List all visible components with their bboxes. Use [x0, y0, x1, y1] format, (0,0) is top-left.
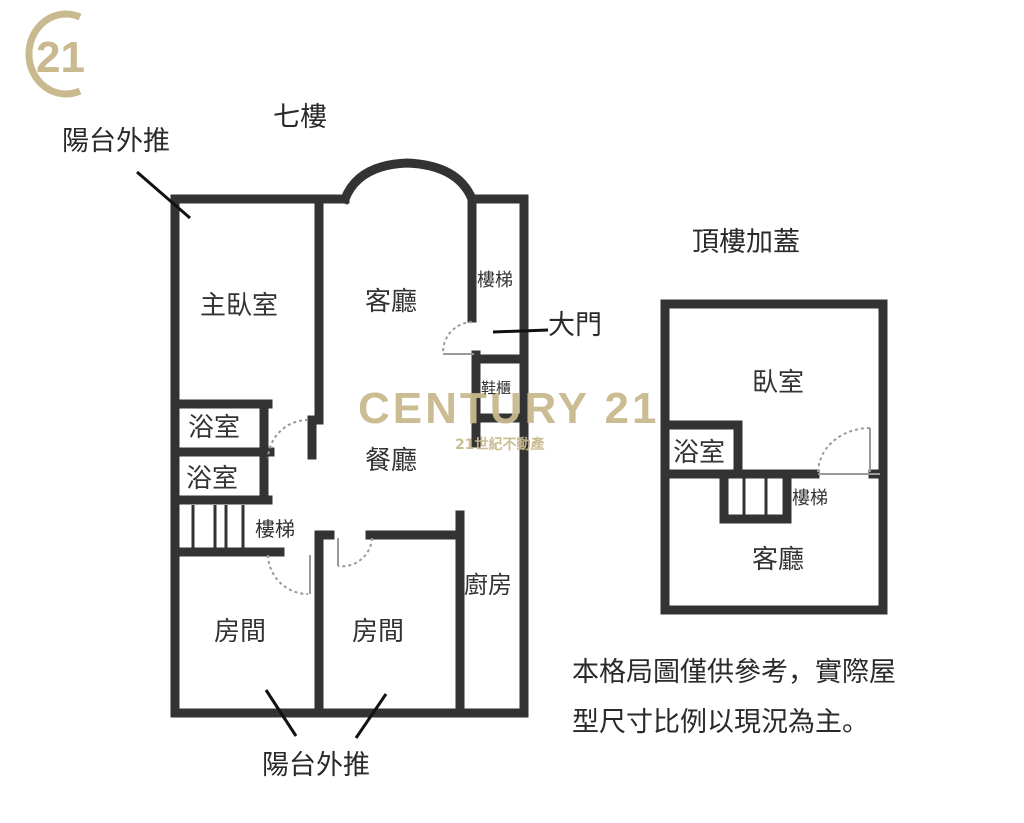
room-bedroom-2: 房間: [352, 617, 405, 647]
rooftop-room-bathroom: 浴室: [673, 438, 726, 468]
rooftop-title: 頂樓加蓋: [692, 227, 800, 258]
floor7-title: 七樓: [273, 102, 327, 133]
balcony-label-top: 陽台外推: [62, 126, 170, 157]
floor7-walls: [170, 158, 529, 718]
century21-logo-icon: 21: [25, 10, 85, 98]
main-door-label: 大門: [548, 310, 602, 341]
balcony-label-bottom: 陽台外推: [262, 750, 370, 781]
rooftop-door: [817, 427, 880, 475]
rooftop-room-bedroom: 臥室: [752, 368, 805, 398]
rooftop-room-stairs: 樓梯: [792, 488, 828, 509]
svg-text:21: 21: [36, 33, 85, 82]
door-swings: [267, 321, 473, 595]
room-dining-room: 餐廳: [365, 446, 418, 476]
room-stairs-inner: 樓梯: [255, 517, 295, 541]
room-shoe-cabinet: 鞋櫃: [481, 379, 512, 397]
room-bathroom-2: 浴室: [186, 464, 239, 494]
room-master-bedroom: 主臥室: [200, 291, 279, 321]
room-bedroom-1: 房間: [214, 617, 267, 647]
room-living-room: 客廳: [365, 287, 418, 317]
door-leaves: [309, 353, 474, 594]
disclaimer-line-2: 型尺寸比例以現況為主。: [572, 707, 869, 738]
pointer-lines: [136, 170, 549, 739]
rooftop-room-living: 客廳: [752, 545, 805, 575]
century21-watermark: CENTURY 21: [358, 384, 660, 433]
room-stairs-entry: 樓梯: [477, 270, 513, 291]
room-bathroom-1: 浴室: [188, 413, 241, 443]
watermark-subtitle: 21世紀不動產: [455, 437, 545, 453]
disclaimer-line-1: 本格局圖僅供參考，實際屋: [572, 657, 896, 688]
rooftop-walls: [660, 299, 888, 615]
room-kitchen: 廚房: [464, 571, 512, 599]
stairs-lines: [191, 505, 245, 550]
rooftop-stairs-lines: [742, 478, 768, 516]
